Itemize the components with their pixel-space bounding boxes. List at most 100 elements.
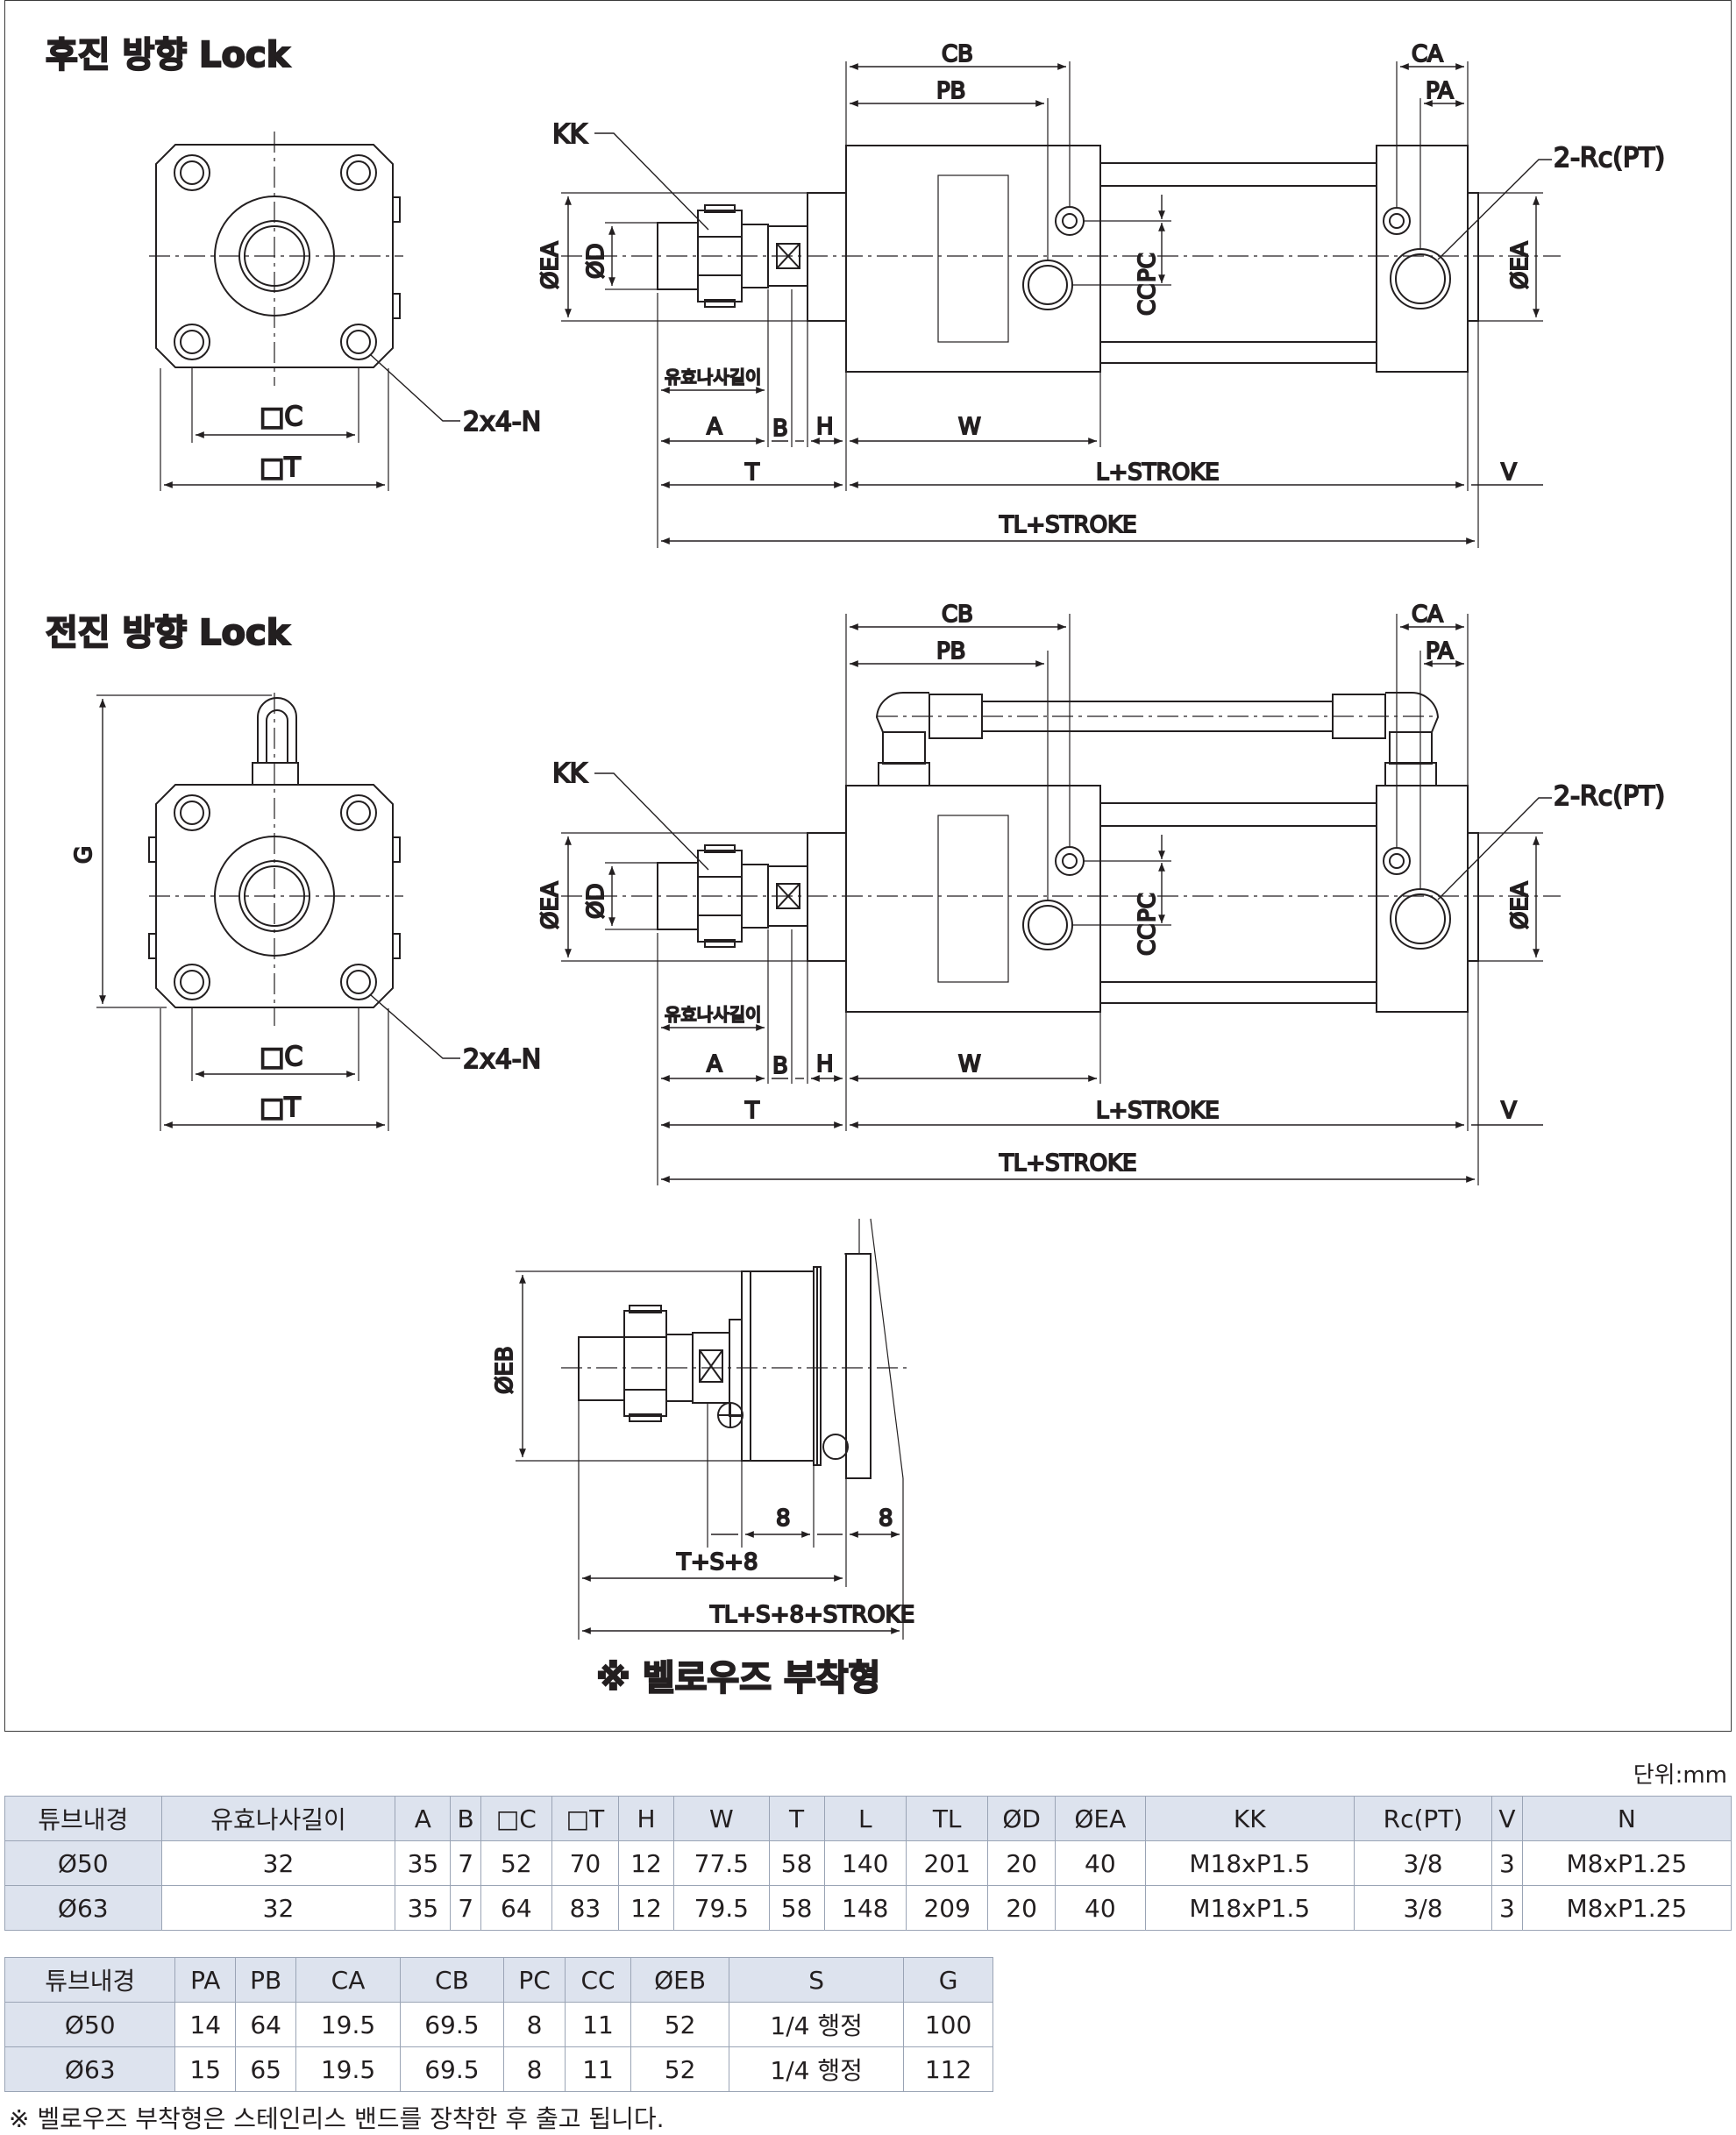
column-header: CC — [565, 1957, 632, 2003]
dim-port-1: 2-Rc(PT) — [1554, 143, 1665, 174]
table-cell: 7 — [450, 1840, 481, 1886]
column-header: 튜브내경 — [4, 1957, 176, 2003]
dim-w-2: W — [958, 1051, 981, 1078]
table-cell: 40 — [1054, 1840, 1146, 1886]
column-header: V — [1491, 1796, 1523, 1841]
dim-kk-1: KK — [552, 119, 588, 150]
dim-v-2: V — [1501, 1098, 1517, 1124]
dim-ea-right-2: ØEA — [1507, 881, 1533, 929]
table-cell: 11 — [565, 2002, 632, 2047]
column-header: ØEA — [1054, 1796, 1146, 1841]
dim-port-2: 2-Rc(PT) — [1554, 781, 1665, 812]
column-header: N — [1521, 1796, 1732, 1841]
column-header: L — [823, 1796, 907, 1841]
dim-tl-stroke-1: TL+STROKE — [999, 512, 1137, 538]
dim-tl-stroke-2: TL+STROKE — [999, 1150, 1137, 1177]
table-cell: 35 — [395, 1885, 452, 1931]
dim-ca-2: CA — [1412, 601, 1443, 628]
table-cell: 3 — [1491, 1840, 1523, 1886]
table-cell: 209 — [905, 1885, 989, 1931]
table-cell: 52 — [480, 1840, 552, 1886]
dim-ea-right-1: ØEA — [1507, 241, 1533, 289]
table-cell: 35 — [395, 1840, 452, 1886]
footnote: ※ 벨로우즈 부착형은 스테인리스 밴드를 장착한 후 출고 됩니다. — [9, 2104, 665, 2133]
table-cell: 14 — [174, 2002, 236, 2047]
column-header: Rc(PT) — [1353, 1796, 1493, 1841]
dim-a-1: A — [707, 414, 722, 440]
dim-d-1: ØD — [583, 244, 609, 280]
table-cell: 77.5 — [672, 1840, 770, 1886]
side-view-2 — [561, 614, 1561, 1185]
dim-pc-1: PC — [1135, 253, 1161, 282]
dim-cc-2: CC — [1135, 924, 1161, 956]
table-cell: 58 — [768, 1885, 825, 1931]
table-cell: 201 — [905, 1840, 989, 1886]
dim-pc-2: PC — [1135, 893, 1161, 922]
dim-d-2: ØD — [583, 884, 609, 920]
dim-ts8: T+S+8 — [676, 1549, 758, 1576]
table-cell: 52 — [630, 2002, 730, 2047]
table-cell: 112 — [903, 2046, 993, 2092]
dim-ea-1: ØEA — [537, 241, 564, 289]
table-cell: 20 — [987, 1885, 1056, 1931]
dim-thread-len-2: 유효나사길이 — [665, 1004, 761, 1025]
table-cell: 1/4 행정 — [729, 2046, 905, 2092]
column-header: ØD — [987, 1796, 1056, 1841]
dim-cc-1: CC — [1135, 284, 1161, 316]
column-header: KK — [1144, 1796, 1355, 1841]
dim-ea-2: ØEA — [537, 881, 564, 929]
column-header: T — [768, 1796, 825, 1841]
dim-eight-1: 8 — [776, 1505, 791, 1532]
table-cell: M8xP1.25 — [1521, 1885, 1732, 1931]
table-cell: 52 — [630, 2046, 730, 2092]
dim-b-1: B — [772, 416, 788, 442]
table-cell: M18xP1.5 — [1144, 1885, 1355, 1931]
column-header: W — [672, 1796, 770, 1841]
dim-tls8: TL+S+8+STROKE — [709, 1602, 914, 1628]
technical-drawing: 후진 방향 Lock □C □T 2x4-N — [45, 34, 1666, 1699]
dim-l-stroke-1: L+STROKE — [1096, 459, 1220, 486]
column-header: TL — [905, 1796, 989, 1841]
dim-t-square-2: □T — [260, 1092, 301, 1123]
section2-title: 전진 방향 Lock — [46, 613, 291, 653]
dim-kk-2: KK — [552, 758, 588, 789]
dim-pb-2: PB — [936, 638, 966, 665]
table-cell: 11 — [565, 2046, 632, 2092]
table-cell: 3/8 — [1353, 1885, 1493, 1931]
dim-pa-1: PA — [1426, 78, 1454, 104]
dim-t-1: T — [744, 459, 759, 486]
table-cell: 40 — [1054, 1885, 1146, 1931]
section1-title: 후진 방향 Lock — [46, 35, 291, 75]
column-header: 유효나사길이 — [160, 1796, 396, 1841]
table-cell: 19.5 — [295, 2046, 401, 2092]
table-cell: 3 — [1491, 1885, 1523, 1931]
dim-h-1: H — [816, 414, 834, 440]
table-cell: 140 — [823, 1840, 907, 1886]
unit-label: 단위:mm — [1633, 1762, 1727, 1789]
table-cell: 65 — [234, 2046, 297, 2092]
dim-cb-1: CB — [942, 41, 973, 68]
table-cell: 69.5 — [399, 2002, 505, 2047]
dim-pa-2: PA — [1426, 638, 1454, 665]
table-cell: 69.5 — [399, 2046, 505, 2092]
dim-ca-1: CA — [1412, 41, 1443, 68]
table-cell: 64 — [234, 2002, 297, 2047]
table-cell: 79.5 — [672, 1885, 770, 1931]
table-cell: 8 — [503, 2046, 566, 2092]
table-cell: 15 — [174, 2046, 236, 2092]
side-view-1 — [561, 61, 1561, 548]
dim-t-square: □T — [260, 452, 301, 483]
column-header: PA — [174, 1957, 236, 2003]
dim-cb-2: CB — [942, 601, 973, 628]
table-cell: Ø50 — [4, 2002, 176, 2047]
column-header: G — [903, 1957, 993, 2003]
column-header: B — [450, 1796, 481, 1841]
bellows-view — [516, 1218, 912, 1640]
